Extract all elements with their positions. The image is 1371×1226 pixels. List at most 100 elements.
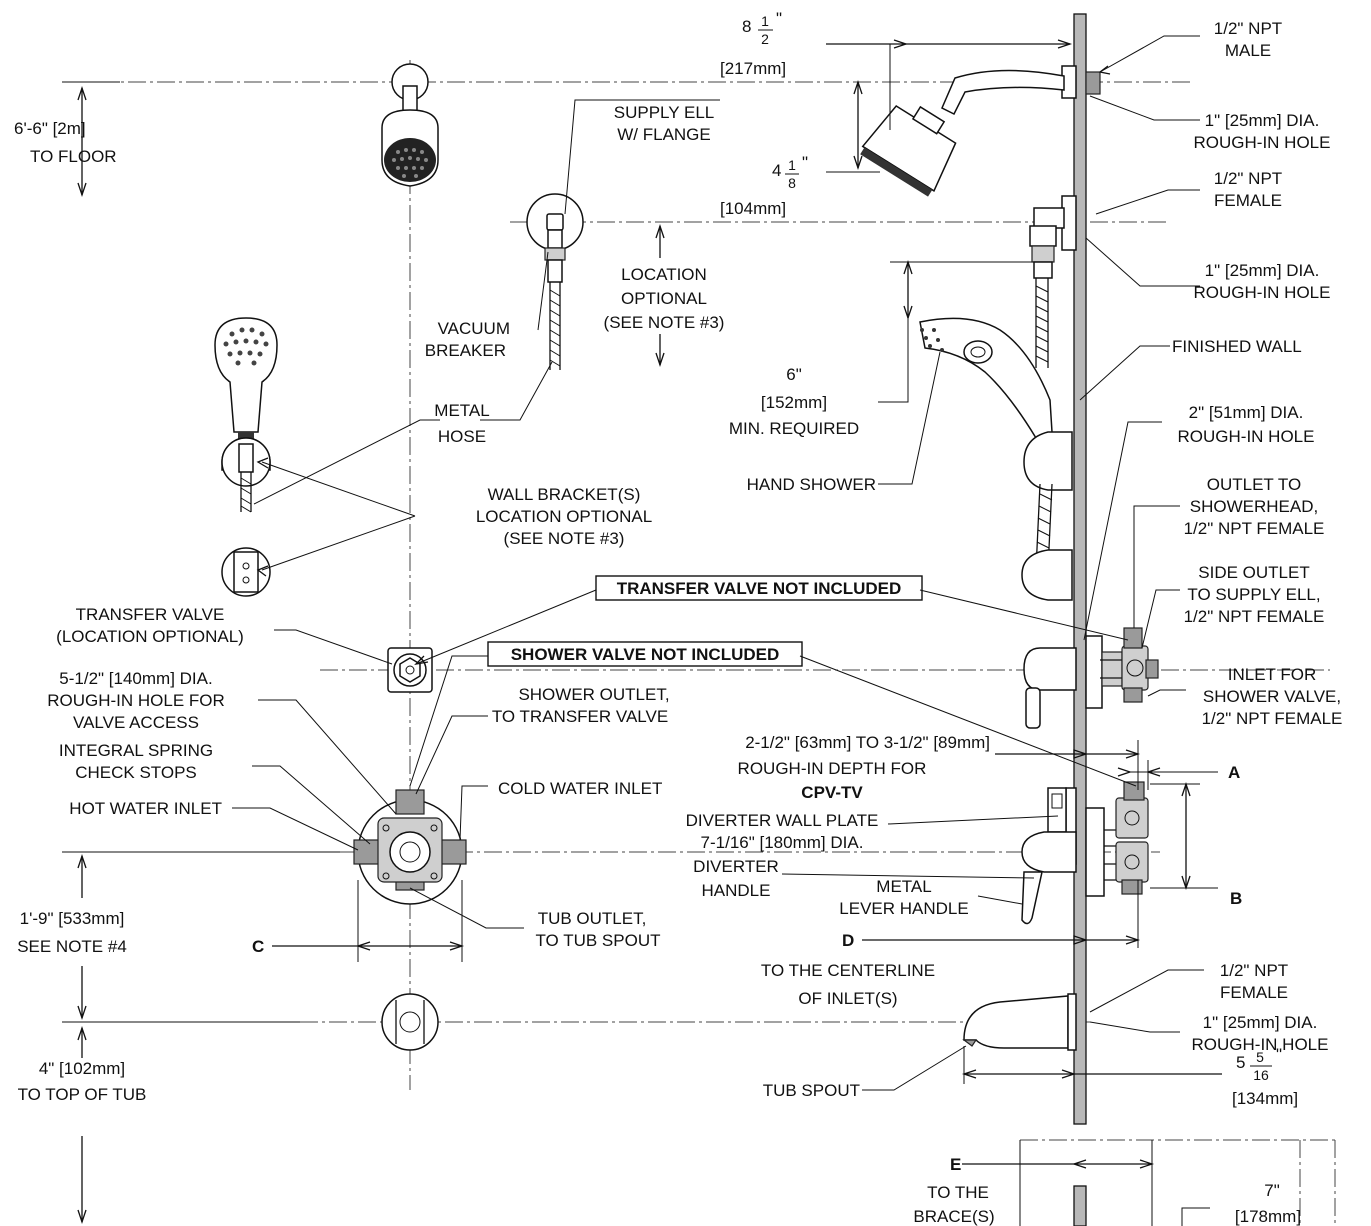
supply-ell-side-icon [1029, 195, 1077, 368]
shower-head-side-icon [860, 65, 1101, 197]
hand-shower-front-icon [214, 317, 278, 513]
wall-bracket-line1: WALL BRACKET(S) [488, 485, 641, 504]
center-lines [70, 60, 1336, 1226]
brace-dim-mm: [178mm] [1235, 1207, 1301, 1226]
dim-8-inch: " [776, 9, 782, 28]
inlet-shower-line3: 1/2" NPT FEMALE [1202, 709, 1343, 728]
npt-female-top-line2: FEMALE [1214, 191, 1282, 210]
dim-104mm: [104mm] [720, 199, 786, 218]
access-hole-line3: VALVE ACCESS [73, 713, 199, 732]
dim-4-whole: 4 [772, 161, 781, 180]
inlet-shower-line2: SHOWER VALVE, [1203, 687, 1341, 706]
height-floor-line2: TO FLOOR [30, 147, 117, 166]
dim-8-num: 1 [761, 13, 769, 29]
hand-shower-side-icon [919, 317, 1073, 601]
npt-female-spout-line2: FEMALE [1220, 983, 1288, 1002]
rough-hole-4-line2: ROUGH-IN HOLE [1192, 1035, 1329, 1054]
side-outlet-line1: SIDE OUTLET [1198, 563, 1309, 582]
shower-not-included-label: SHOWER VALVE NOT INCLUDED [511, 645, 780, 664]
brace-dim-inch: 7" [1264, 1181, 1280, 1200]
dim-217mm: [217mm] [720, 59, 786, 78]
wall-bracket-front-icon [221, 547, 271, 597]
location-optional-line3: (SEE NOTE #3) [604, 313, 725, 332]
dim-5-den: 16 [1253, 1067, 1269, 1083]
dim-c-label: C [252, 937, 264, 956]
tub-outlet-line2: TO TUB SPOUT [535, 931, 660, 950]
rough-hole-3-line1: 2" [51mm] DIA. [1189, 403, 1304, 422]
rough-hole-3-line2: ROUGH-IN HOLE [1178, 427, 1315, 446]
dim-4-inch: " [802, 153, 808, 172]
tub-spout-front-icon [381, 993, 439, 1051]
dim-5-inch: " [1276, 1045, 1282, 1064]
brace-section [1019, 1140, 1301, 1226]
height-533-line2: SEE NOTE #4 [17, 937, 127, 956]
shower-outlet-line2: TO TRANSFER VALVE [492, 707, 668, 726]
diverter-handle-line2: HANDLE [702, 881, 771, 900]
leader-lines [232, 35, 1204, 1165]
dimension-lines [62, 39, 1222, 1225]
location-optional-line1: LOCATION [621, 265, 707, 284]
check-stops-line2: CHECK STOPS [75, 763, 197, 782]
vacuum-breaker-line2: BREAKER [425, 341, 506, 360]
text-labels: 8 1 2 " [217mm] 1/2" NPT MALE 6'-6" [2m]… [14, 9, 1342, 1226]
hot-inlet-label: HOT WATER INLET [69, 799, 222, 818]
dim-e-label: E [950, 1155, 961, 1174]
height-tub-line2: TO TOP OF TUB [18, 1085, 147, 1104]
transfer-valve-line2: (LOCATION OPTIONAL) [56, 627, 244, 646]
height-533-line1: 1'-9" [533mm] [20, 909, 125, 928]
metal-hose-line1: METAL [434, 401, 489, 420]
lever-handle-line2: LEVER HANDLE [839, 899, 968, 918]
hand-shower-label: HAND SHOWER [747, 475, 876, 494]
shower-head-front-icon [381, 63, 439, 187]
inlet-shower-line1: INLET FOR [1228, 665, 1316, 684]
cold-inlet-label: COLD WATER INLET [498, 779, 662, 798]
rough-hole-1-line1: 1" [25mm] DIA. [1205, 111, 1320, 130]
rough-hole-4-line1: 1" [25mm] DIA. [1203, 1013, 1318, 1032]
tub-outlet-line1: TUB OUTLET, [538, 909, 647, 928]
shower-outlet-line1: SHOWER OUTLET, [518, 685, 669, 704]
finished-wall-label: FINISHED WALL [1172, 337, 1302, 356]
dim-a-label: A [1228, 763, 1240, 782]
access-hole-line2: ROUGH-IN HOLE FOR [47, 691, 225, 710]
location-optional-line2: OPTIONAL [621, 289, 707, 308]
side-outlet-line2: TO SUPPLY ELL, [1187, 585, 1320, 604]
outlet-shower-line2: SHOWERHEAD, [1190, 497, 1318, 516]
height-floor-line1: 6'-6" [2m] [14, 119, 86, 138]
transfer-not-included-box [595, 575, 923, 601]
dim-4-num: 1 [788, 157, 796, 173]
centerline-line2: OF INLET(S) [798, 989, 897, 1008]
transfer-not-included-label: TRANSFER VALVE NOT INCLUDED [617, 579, 902, 598]
depth-line3-cpv-tv: CPV-TV [801, 783, 863, 802]
tub-spout-label: TUB SPOUT [763, 1081, 860, 1100]
dim-4-den: 8 [788, 175, 796, 191]
dim-8-whole: 8 [742, 17, 751, 36]
dim-8-den: 2 [761, 31, 769, 47]
rough-hole-1-line2: ROUGH-IN HOLE [1194, 133, 1331, 152]
wall-plate-line2: 7-1/16" [180mm] DIA. [701, 833, 864, 852]
dim-b-label: B [1230, 889, 1242, 908]
wall-bracket-line3: (SEE NOTE #3) [504, 529, 625, 548]
height-tub-line1: 4" [102mm] [39, 1059, 125, 1078]
depth-line1: 2-1/2" [63mm] TO 3-1/2" [89mm] [745, 733, 990, 752]
outlet-shower-line1: OUTLET TO [1207, 475, 1301, 494]
wall-plate-line1: DIVERTER WALL PLATE [686, 811, 879, 830]
dim-134mm: [134mm] [1232, 1089, 1298, 1108]
dim-5-num: 5 [1256, 1049, 1264, 1065]
npt-female-spout-line1: 1/2" NPT [1220, 961, 1288, 980]
shower-not-included-box [487, 641, 803, 667]
npt-female-top-line1: 1/2" NPT [1214, 169, 1282, 188]
brace-line1: TO THE [927, 1183, 989, 1202]
supply-ell-front-icon [526, 193, 584, 370]
brace-line2: BRACE(S) [913, 1207, 994, 1226]
transfer-valve-front-icon [387, 647, 433, 693]
min-req-inch: 6" [786, 365, 802, 384]
tub-spout-side-icon [962, 993, 1077, 1051]
shower-valve-side-icon [1021, 781, 1149, 925]
min-req-text: MIN. REQUIRED [729, 419, 859, 438]
min-req-mm: [152mm] [761, 393, 827, 412]
shower-valve-front-icon [353, 789, 467, 905]
metal-hose-line2: HOSE [438, 427, 486, 446]
npt-male-line2: MALE [1225, 41, 1271, 60]
transfer-valve-side-icon [1023, 627, 1159, 729]
